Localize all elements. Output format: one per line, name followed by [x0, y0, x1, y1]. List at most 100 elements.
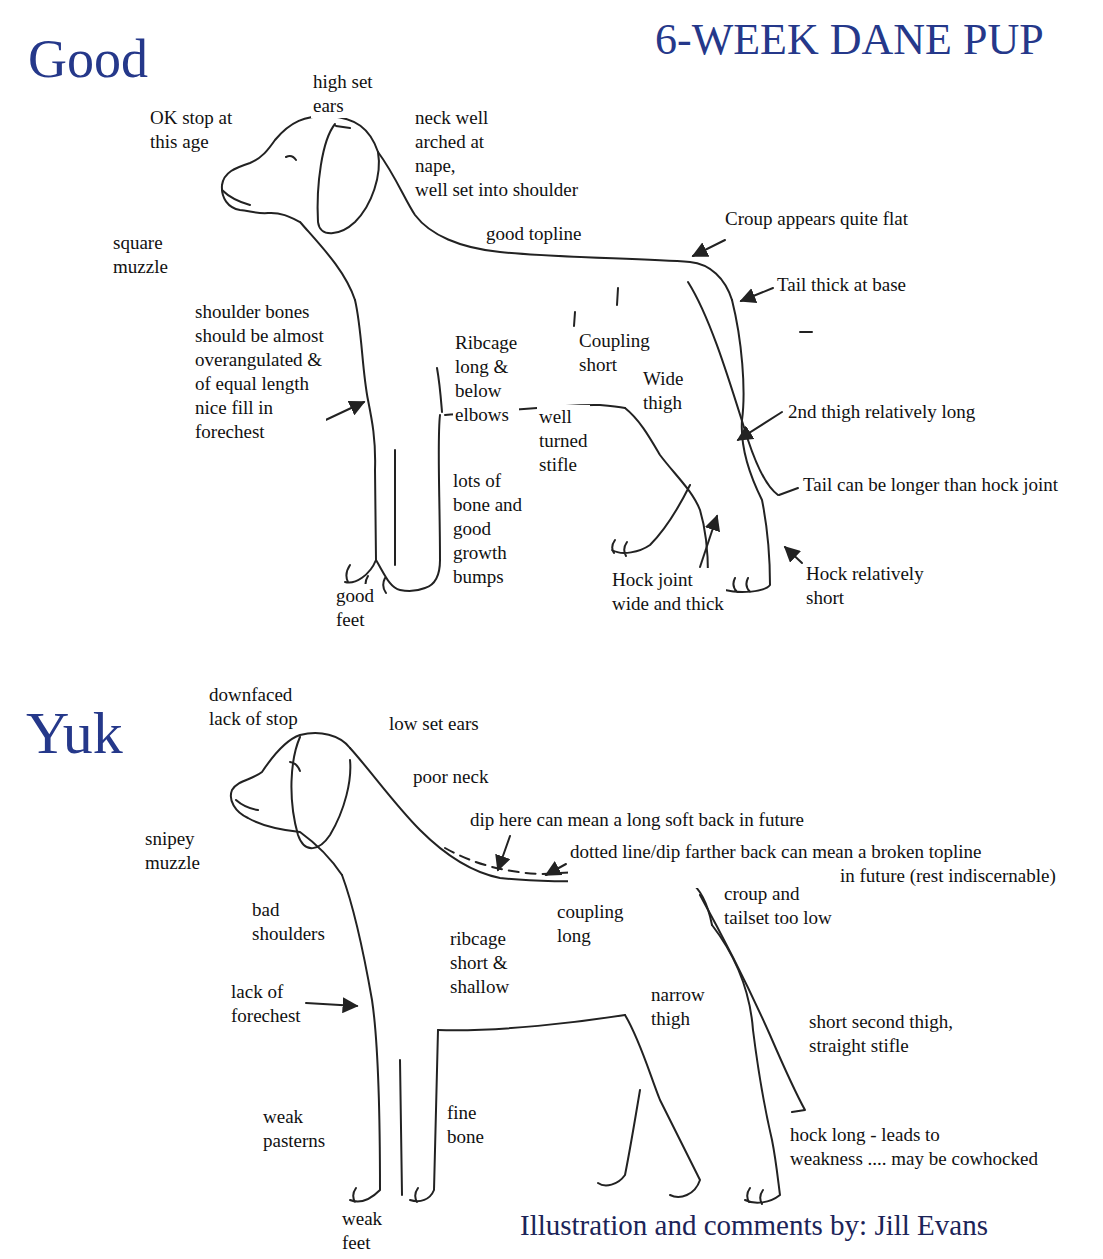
callout-label: OK stop at this age: [148, 106, 234, 154]
label-line: ears: [313, 94, 373, 118]
label-line: arched at: [415, 130, 578, 154]
callout-label: high set ears: [311, 70, 375, 118]
label-line: thigh: [651, 1007, 705, 1031]
label-line: Tail thick at base: [777, 273, 906, 297]
section-heading: Good: [28, 30, 148, 89]
callout-label: croup and tailset too low: [722, 882, 834, 930]
leader-line: [779, 488, 798, 495]
label-line: well: [539, 405, 588, 429]
callout-label: narrow thigh: [649, 983, 707, 1031]
label-line: turned: [539, 429, 588, 453]
label-line: 2nd thigh relatively long: [788, 400, 975, 424]
good-pup-eye: [222, 156, 296, 205]
callout-label: ribcage short & shallow: [448, 927, 511, 999]
poor-pup-topline: [350, 748, 712, 925]
label-line: coupling: [557, 900, 624, 924]
callout-label: good feet: [334, 584, 376, 632]
label-line: should be almost: [195, 324, 324, 348]
poor-pup-eye: [236, 762, 300, 810]
callout-label: Hock joint wide and thick: [610, 568, 726, 616]
poor-pup-hindleg: [712, 925, 780, 1204]
label-line: this age: [150, 130, 232, 154]
good-pup-tail: [688, 282, 778, 495]
label-line: nape,: [415, 154, 578, 178]
label-line: good: [336, 584, 374, 608]
label-line: wide and thick: [612, 592, 724, 616]
label-line: weak: [263, 1105, 325, 1129]
poor-pup-hindleg-front: [598, 1015, 700, 1197]
leader-line: [546, 864, 566, 875]
callout-label: Hock relatively short: [804, 562, 926, 610]
label-line: long &: [455, 355, 517, 379]
callout-label: snipey muzzle: [143, 827, 202, 875]
leader-line: [700, 516, 717, 567]
label-line: shoulders: [252, 922, 325, 946]
label-line: nice fill in: [195, 396, 324, 420]
leader-line: [693, 240, 725, 256]
label-line: short: [579, 353, 650, 377]
callout-label: lack of forechest: [229, 980, 303, 1028]
label-line: weakness .... may be cowhocked: [790, 1147, 1038, 1171]
callout-label: coupling long: [555, 900, 626, 948]
label-line: forechest: [231, 1004, 301, 1028]
label-line: bumps: [453, 565, 522, 589]
label-line: Coupling: [579, 329, 650, 353]
label-line: short &: [450, 951, 509, 975]
diagram-title: 6-WEEK DANE PUP: [655, 16, 1044, 64]
callout-label: fine bone: [445, 1101, 486, 1149]
callout-label: lots of bone and good growth bumps: [451, 469, 524, 589]
label-line: OK stop at: [150, 106, 232, 130]
callout-label: square muzzle: [111, 231, 170, 279]
callout-label: low set ears: [387, 712, 481, 736]
label-line: Hock joint: [612, 568, 724, 592]
label-line: dotted line/dip farther back can mean a …: [570, 840, 1056, 864]
label-line: of equal length: [195, 372, 324, 396]
label-line: thigh: [643, 391, 683, 415]
label-line: Ribcage: [455, 331, 517, 355]
label-line: narrow: [651, 983, 705, 1007]
label-line: long: [557, 924, 624, 948]
label-line: lack of stop: [209, 707, 298, 731]
label-line: bone: [447, 1125, 484, 1149]
label-line: tailset too low: [724, 906, 832, 930]
label-line: short second thigh,: [809, 1010, 953, 1034]
label-line: neck well: [415, 106, 578, 130]
leader-line: [498, 836, 510, 870]
callout-label: Tail thick at base: [775, 273, 908, 297]
good-pup-head: [222, 116, 378, 300]
good-pup-foreleg: [345, 300, 442, 593]
callout-label: Wide thigh: [641, 367, 685, 415]
callout-label: weak feet: [340, 1207, 384, 1255]
label-line: hock long - leads to: [790, 1123, 1038, 1147]
label-line: square: [113, 231, 168, 255]
label-line: dip here can mean a long soft back in fu…: [470, 808, 804, 832]
callout-label: dotted line/dip farther back can mean a …: [568, 840, 1058, 888]
label-line: Hock relatively: [806, 562, 924, 586]
label-line: Croup appears quite flat: [725, 207, 908, 231]
label-line: bone and: [453, 493, 522, 517]
label-line: muzzle: [145, 851, 200, 875]
label-line: high set: [313, 70, 373, 94]
poor-pup-head: [231, 733, 350, 875]
label-line: shallow: [450, 975, 509, 999]
label-line: Tail can be longer than hock joint: [803, 473, 1058, 497]
poor-pup-foreleg: [342, 875, 438, 1202]
label-line: Wide: [643, 367, 683, 391]
label-line: short: [806, 586, 924, 610]
callout-label: shoulder bones should be almost overangu…: [193, 300, 326, 444]
label-line: muzzle: [113, 255, 168, 279]
diagram-caption: Illustration and comments by: Jill Evans: [520, 1210, 988, 1242]
leader-line: [741, 288, 773, 301]
label-line: growth: [453, 541, 522, 565]
callout-label: short second thigh, straight stifle: [807, 1010, 955, 1058]
label-line: stifle: [539, 453, 588, 477]
callout-label: dip here can mean a long soft back in fu…: [468, 808, 806, 832]
leader-line: [738, 412, 782, 440]
callout-label: neck well arched at nape, well set into …: [413, 106, 580, 202]
callout-label: Ribcage long & below elbows: [453, 331, 519, 427]
label-line: lack of: [231, 980, 301, 1004]
label-line: in future (rest indiscernable): [840, 864, 1056, 888]
label-line: weak: [342, 1207, 382, 1231]
label-line: below: [455, 379, 517, 403]
